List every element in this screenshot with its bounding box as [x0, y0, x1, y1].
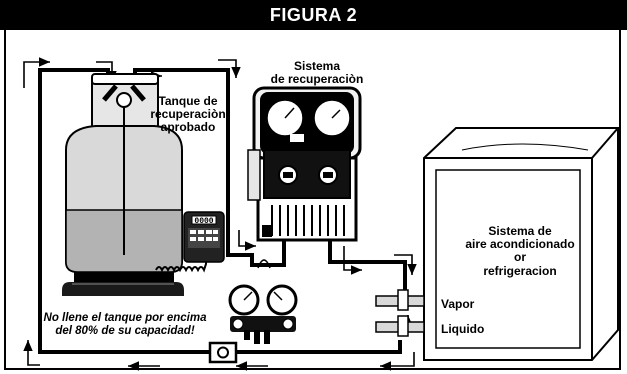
- flow-arrow: [238, 230, 256, 251]
- flow-arrow: [218, 59, 241, 78]
- hose-bottom: [236, 340, 402, 354]
- filter-drier-icon: [208, 341, 238, 364]
- flow-arrow: [23, 57, 50, 88]
- flow-arrow: [343, 246, 362, 275]
- ac-system-label-line: refrigeracion: [483, 263, 557, 278]
- ac-system-label-line: aire acondicionado: [465, 237, 575, 252]
- overfill-warning-line: del 80% de su capacidad!: [55, 324, 195, 337]
- recovery-tank-label-line: aprobado: [160, 120, 216, 135]
- ac-system-label-line: Sistema de: [488, 224, 552, 238]
- figure-title: FIGURA 2: [0, 0, 627, 30]
- recovery-tank-label: Tanque de recuperaciòn aprobado: [148, 94, 228, 135]
- recovery-system-label-line: de recuperaciòn: [270, 72, 364, 87]
- flow-arrow: [23, 340, 40, 366]
- recovery-system-label-line: Sistema: [293, 59, 341, 73]
- flow-arrow: [394, 254, 417, 275]
- hose-tank-to-recovery: [133, 68, 286, 267]
- vapor-port-label: Vapor: [441, 297, 475, 311]
- ac-system-label-line: or: [514, 250, 526, 265]
- recovery-tank-icon: [62, 73, 184, 296]
- overfill-warning: No llene el tanque por encima del 80% de…: [20, 312, 230, 337]
- figure-border: [4, 30, 621, 370]
- recovery-system-label: Sistema de recuperaciòn: [262, 59, 372, 87]
- digital-scale-icon: 0000: [155, 211, 225, 273]
- liquid-port-label: Liquido: [441, 322, 485, 336]
- recovery-machine-icon: [247, 86, 362, 242]
- manifold-gauge-icon: [228, 259, 298, 344]
- scale-display: 0000: [194, 217, 213, 226]
- overfill-warning-line: No llene el tanque por encima: [43, 312, 207, 324]
- ac-unit-icon: [375, 127, 619, 361]
- flow-arrow: [380, 352, 415, 371]
- recovery-tank-label-line: recuperaciòn: [150, 107, 226, 122]
- ac-system-label: Sistema de aire acondicionado or refrige…: [440, 224, 600, 278]
- recovery-tank-label-line: Tanque de: [158, 94, 218, 108]
